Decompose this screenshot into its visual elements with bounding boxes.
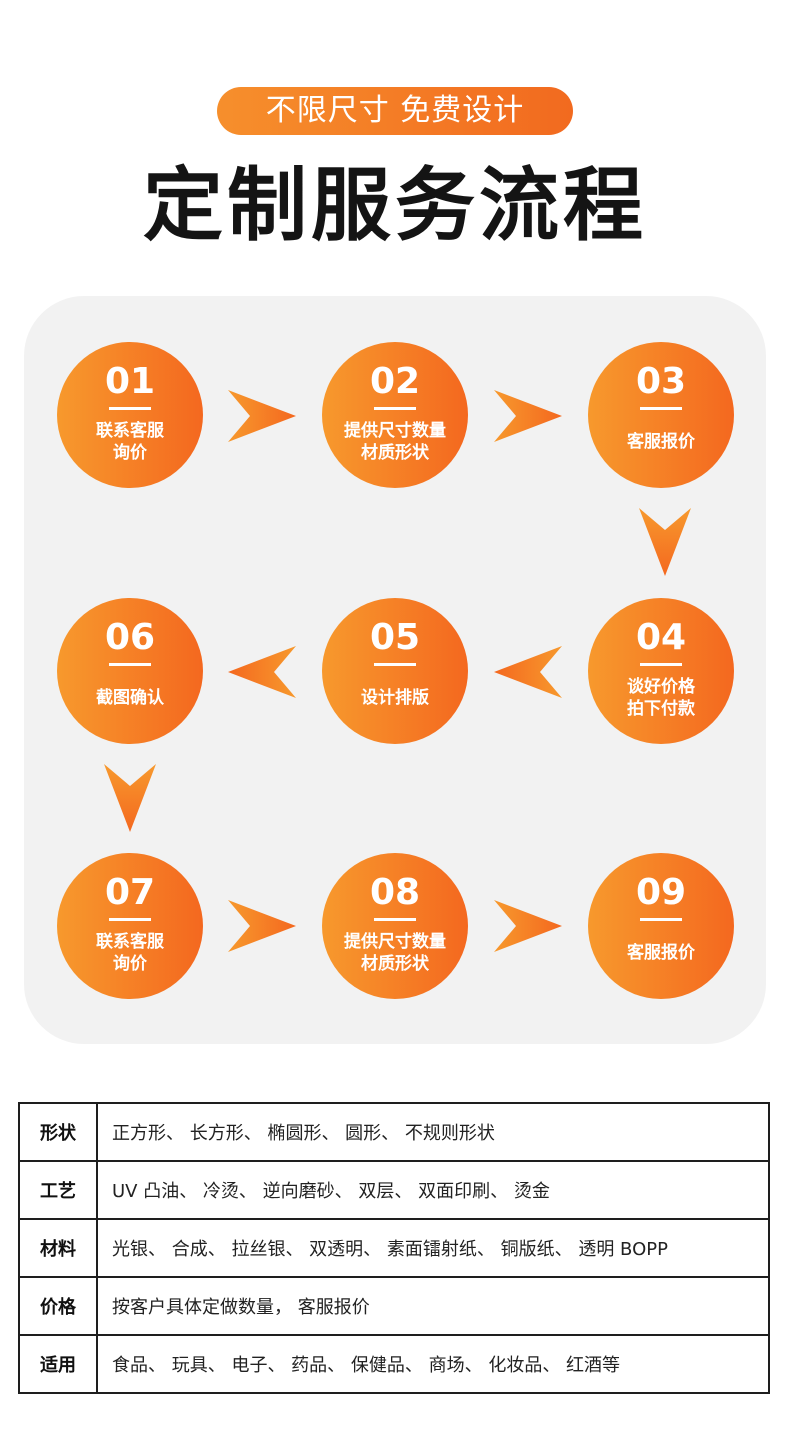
spec-key: 材料 xyxy=(18,1218,98,1278)
spec-value: 正方形、 长方形、 椭圆形、 圆形、 不规则形状 xyxy=(96,1102,770,1162)
step-number: 02 xyxy=(369,361,421,402)
page-title: 定制服务流程 xyxy=(143,159,647,252)
table-row: 工艺 UV 凸油、 冷烫、 逆向磨砂、 双层、 双面印刷、 烫金 xyxy=(18,1160,770,1220)
step-label: 客服报价 xyxy=(594,416,728,468)
step-underline xyxy=(109,663,151,666)
arrow-right-icon xyxy=(494,900,562,952)
step-number: 06 xyxy=(104,617,156,658)
step-08: 08 提供尺寸数量 材质形状 xyxy=(322,853,468,999)
arrow-left-icon xyxy=(494,646,562,698)
step-label: 截图确认 xyxy=(63,672,197,724)
step-label-line: 材质形状 xyxy=(361,443,429,463)
step-label-line: 询价 xyxy=(113,954,147,974)
step-07: 07 联系客服 询价 xyxy=(57,853,203,999)
arrow-right-icon xyxy=(494,390,562,442)
step-label-line: 拍下付款 xyxy=(627,699,695,719)
spec-value: 光银、 合成、 拉丝银、 双透明、 素面镭射纸、 铜版纸、 透明 BOPP xyxy=(96,1218,770,1278)
spec-value: 按客户具体定做数量， 客服报价 xyxy=(96,1276,770,1336)
step-09: 09 客服报价 xyxy=(588,853,734,999)
table-row: 形状 正方形、 长方形、 椭圆形、 圆形、 不规则形状 xyxy=(18,1102,770,1162)
table-row: 价格 按客户具体定做数量， 客服报价 xyxy=(18,1276,770,1336)
step-number: 09 xyxy=(635,872,687,913)
step-underline xyxy=(640,407,682,410)
step-label-line: 提供尺寸数量 xyxy=(344,421,446,441)
step-number: 08 xyxy=(369,872,421,913)
step-label: 谈好价格 拍下付款 xyxy=(594,672,728,724)
spec-key: 工艺 xyxy=(18,1160,98,1220)
step-number: 04 xyxy=(635,617,687,658)
arrow-right-icon xyxy=(228,900,296,952)
step-label-line: 询价 xyxy=(113,443,147,463)
step-05: 05 设计排版 xyxy=(322,598,468,744)
step-underline xyxy=(374,663,416,666)
step-underline xyxy=(109,918,151,921)
spec-value: 食品、 玩具、 电子、 药品、 保健品、 商场、 化妆品、 红酒等 xyxy=(96,1334,770,1394)
step-label-line: 联系客服 xyxy=(96,932,164,952)
step-01: 01 联系客服 询价 xyxy=(57,342,203,488)
step-label: 提供尺寸数量 材质形状 xyxy=(328,416,462,468)
spec-key: 形状 xyxy=(18,1102,98,1162)
table-row: 材料 光银、 合成、 拉丝银、 双透明、 素面镭射纸、 铜版纸、 透明 BOPP xyxy=(18,1218,770,1278)
step-label-line: 材质形状 xyxy=(361,954,429,974)
spec-value: UV 凸油、 冷烫、 逆向磨砂、 双层、 双面印刷、 烫金 xyxy=(96,1160,770,1220)
step-label-line: 截图确认 xyxy=(96,688,164,708)
step-underline xyxy=(374,918,416,921)
spec-key: 适用 xyxy=(18,1334,98,1394)
tagline-badge: 不限尺寸 免费设计 xyxy=(217,87,573,135)
step-underline xyxy=(640,663,682,666)
step-label-line: 设计排版 xyxy=(361,688,429,708)
step-label: 提供尺寸数量 材质形状 xyxy=(328,927,462,979)
spec-table: 形状 正方形、 长方形、 椭圆形、 圆形、 不规则形状 工艺 UV 凸油、 冷烫… xyxy=(18,1102,770,1394)
step-04: 04 谈好价格 拍下付款 xyxy=(588,598,734,744)
arrow-right-icon xyxy=(228,390,296,442)
step-03: 03 客服报价 xyxy=(588,342,734,488)
step-label-line: 联系客服 xyxy=(96,421,164,441)
step-underline xyxy=(640,918,682,921)
step-label: 客服报价 xyxy=(594,927,728,979)
step-underline xyxy=(109,407,151,410)
arrow-down-icon xyxy=(639,508,691,576)
step-number: 05 xyxy=(369,617,421,658)
step-label-line: 客服报价 xyxy=(627,432,695,452)
step-label: 联系客服 询价 xyxy=(63,927,197,979)
step-number: 07 xyxy=(104,872,156,913)
arrow-left-icon xyxy=(228,646,296,698)
step-label-line: 客服报价 xyxy=(627,943,695,963)
step-label-line: 谈好价格 xyxy=(627,677,695,697)
step-06: 06 截图确认 xyxy=(57,598,203,744)
step-number: 01 xyxy=(104,361,156,402)
spec-key: 价格 xyxy=(18,1276,98,1336)
step-02: 02 提供尺寸数量 材质形状 xyxy=(322,342,468,488)
table-row: 适用 食品、 玩具、 电子、 药品、 保健品、 商场、 化妆品、 红酒等 xyxy=(18,1334,770,1394)
step-number: 03 xyxy=(635,361,687,402)
step-underline xyxy=(374,407,416,410)
step-label-line: 提供尺寸数量 xyxy=(344,932,446,952)
arrow-down-icon xyxy=(104,764,156,832)
step-label: 设计排版 xyxy=(328,672,462,724)
step-label: 联系客服 询价 xyxy=(63,416,197,468)
